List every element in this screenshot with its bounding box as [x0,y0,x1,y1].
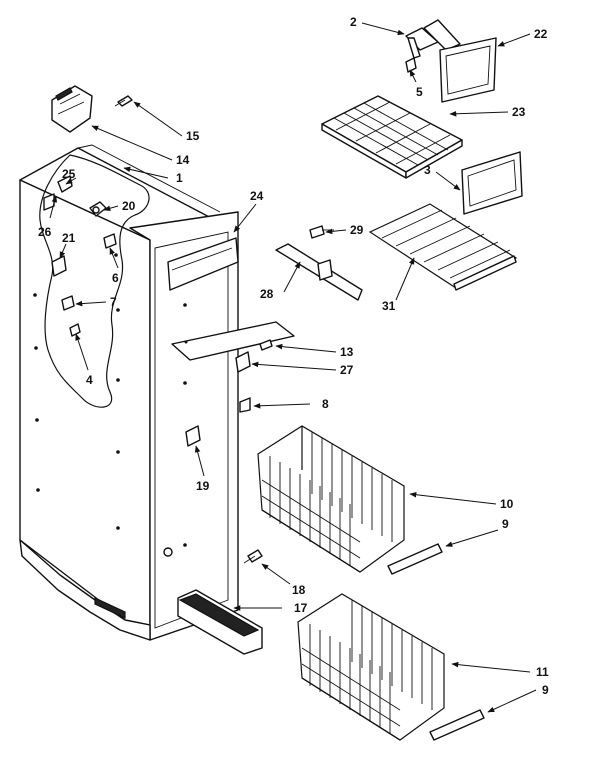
callout-10: 10 [500,497,514,511]
component-4 [69,323,81,337]
shelf-frame-3 [461,151,523,215]
callout-21: 21 [62,231,76,245]
callout-3: 3 [424,163,431,177]
callout-9b: 9 [542,683,549,697]
callout-13: 13 [340,345,354,359]
cover-24 [167,237,239,291]
callout-4: 4 [86,373,93,387]
basket-11 [297,593,445,741]
callout-9a: 9 [502,517,509,531]
callout-22: 22 [534,27,548,41]
wire-shelf-23 [321,95,463,179]
shelf-support-28 [275,243,363,301]
component-small-bottom [163,547,173,557]
callout-2: 2 [350,15,357,29]
callout-1: 1 [176,171,183,185]
clip-27 [235,339,273,373]
basket-10 [257,425,405,573]
trim-17 [177,589,263,655]
callout-7: 7 [110,295,117,309]
component-7 [61,295,75,311]
freezer-liner [19,144,239,641]
clip-8 [239,397,251,413]
callout-27: 27 [340,363,354,377]
callout-11: 11 [536,665,549,679]
component-6 [103,233,117,249]
basket-handle-9b [429,709,485,741]
callout-18: 18 [292,583,306,597]
callout-17: 17 [294,601,308,615]
callout-5: 5 [416,85,423,99]
callout-20: 20 [122,199,136,213]
plate-13 [171,321,295,361]
callout-24: 24 [250,189,264,203]
screw-18 [243,549,263,564]
basket-handle-9a [387,543,443,575]
callout-31: 31 [382,299,396,313]
component-20 [89,201,107,217]
callout-23: 23 [512,105,526,119]
callout-labels: 2 22 5 23 3 15 14 1 25 20 26 21 6 7 4 24… [38,15,549,697]
callout-19: 19 [196,479,210,493]
shelf-frame-22 [439,37,497,103]
screw-5 [405,57,417,73]
callout-6: 6 [112,271,119,285]
callout-25: 25 [62,167,76,181]
screw-15 [114,95,133,107]
callout-8: 8 [322,397,329,411]
component-19 [185,425,201,447]
callout-26: 26 [38,225,52,239]
bracket-14 [51,85,93,133]
leader-lines [49,22,537,713]
shelf-bracket-2 [405,19,461,59]
callout-28: 28 [260,287,274,301]
callout-29: 29 [350,223,364,237]
wire-shelf-31 [368,203,518,291]
callout-15: 15 [186,129,200,143]
component-25 [43,175,73,211]
callout-14: 14 [176,153,190,167]
